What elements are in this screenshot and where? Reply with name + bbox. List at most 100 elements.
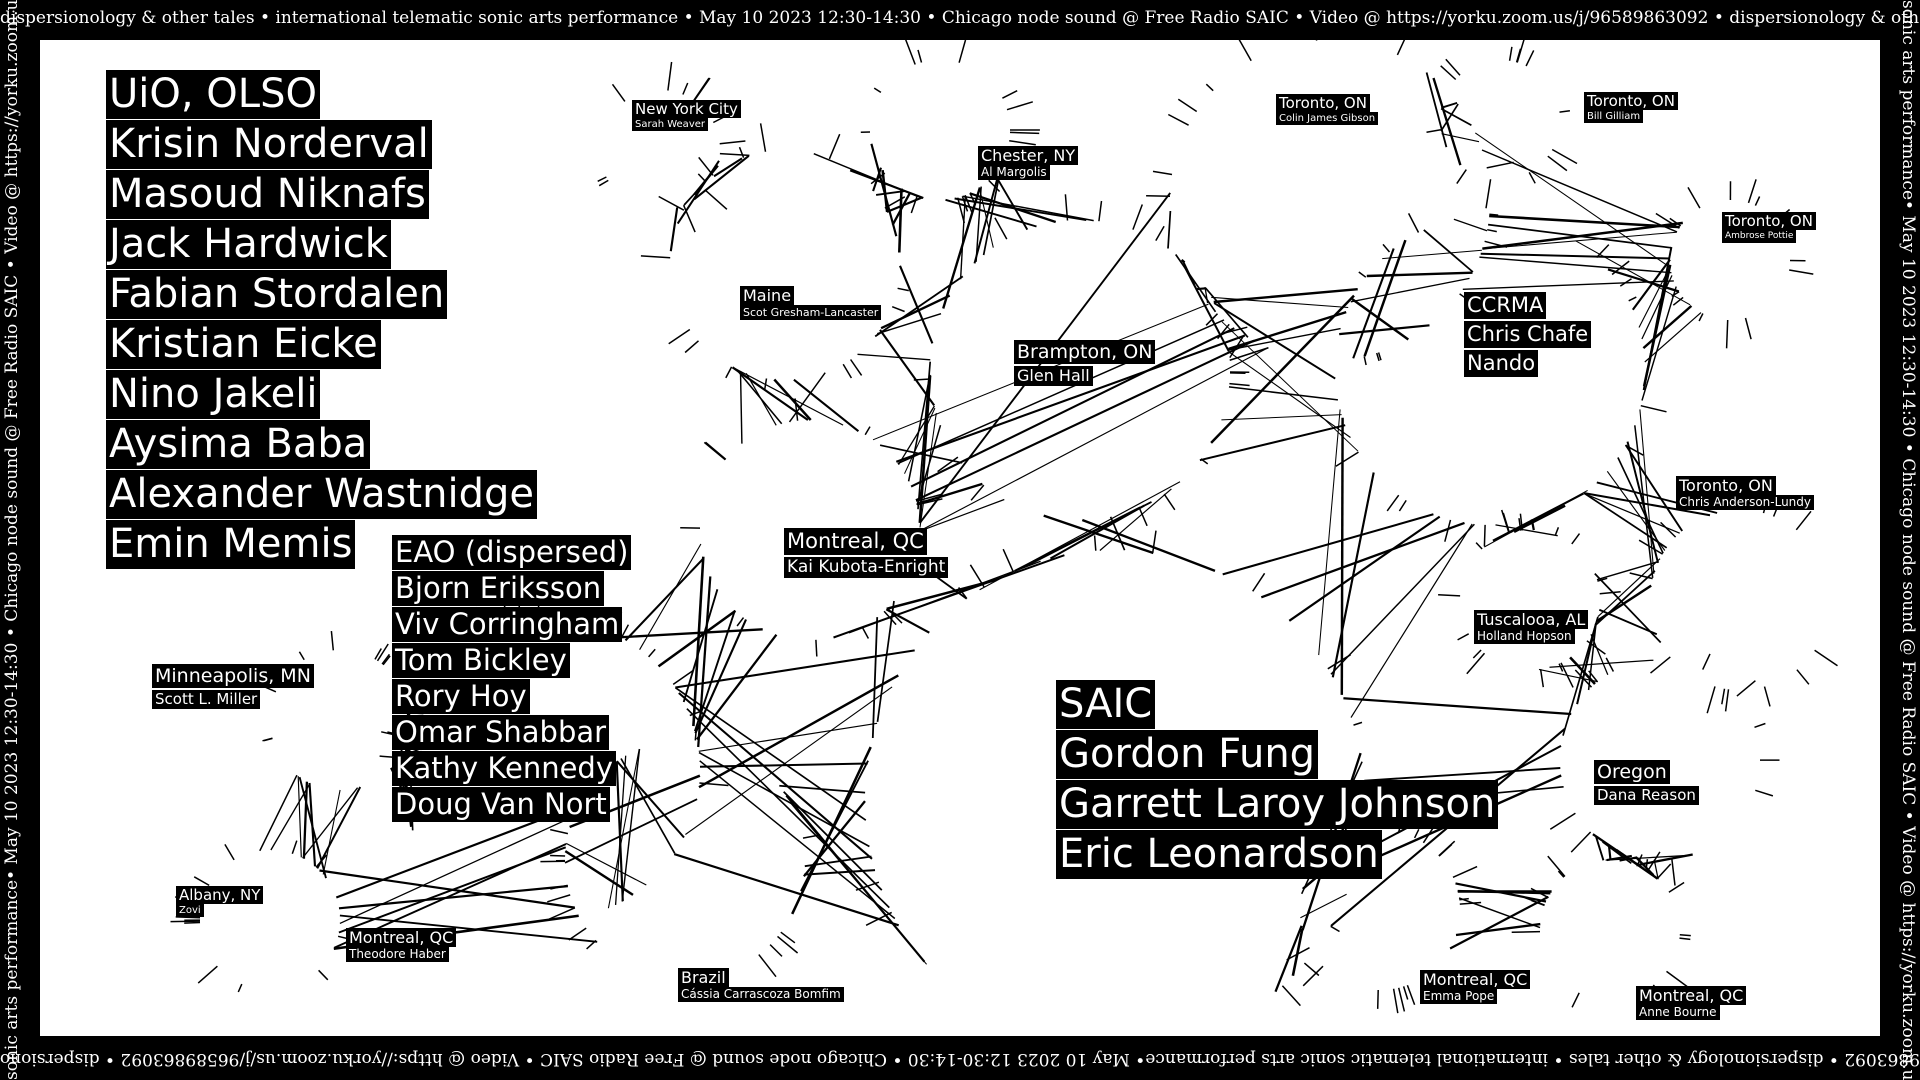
connection-tick [758, 954, 777, 978]
connection-tick [381, 653, 391, 665]
connection-tick [704, 189, 728, 210]
connection-tick [897, 287, 909, 292]
connection-line [804, 855, 872, 868]
connection-line [879, 329, 936, 407]
connection-line [565, 842, 647, 886]
connection-tick [1225, 326, 1248, 334]
connection-tick [1302, 965, 1324, 987]
connection-line [1211, 296, 1349, 309]
connection-tick [667, 61, 673, 91]
connection-tick [193, 876, 210, 887]
connection-line [745, 372, 777, 426]
connection-line [695, 634, 778, 741]
connection-line [316, 786, 362, 869]
group-uio-member: Kristian Eicke [106, 320, 381, 369]
connection-line [1260, 521, 1465, 599]
connection-line [1440, 107, 1472, 126]
connection-tick [1064, 194, 1069, 221]
connection-tick [330, 631, 335, 651]
node-person: Kai Kubota-Enright [784, 557, 949, 578]
connection-line [693, 154, 750, 201]
connection-line [339, 816, 574, 924]
connection-line [975, 186, 982, 262]
connection-line [1331, 472, 1375, 678]
node-person: Al Margolis [978, 165, 1050, 180]
connection-tick [861, 626, 870, 639]
connection-tick [1636, 854, 1643, 866]
connection-line [1221, 321, 1359, 452]
connection-line [1596, 560, 1659, 581]
connection-tick [1407, 213, 1420, 233]
connection-line [1482, 231, 1677, 250]
connection-tick [1736, 680, 1756, 697]
connection-tick [1755, 789, 1774, 797]
connection-line [848, 560, 1041, 634]
connection-line [897, 319, 1225, 465]
connection-tick [769, 944, 783, 957]
connection-tick [1724, 689, 1730, 712]
connection-tick [1475, 542, 1483, 550]
connection-tick [1457, 633, 1470, 641]
connection-tick [849, 359, 863, 376]
connection-tick [964, 195, 973, 213]
node-person: Zovi [176, 904, 204, 917]
connection-tick [1725, 319, 1729, 349]
connection-line [302, 787, 359, 859]
node-person: Chris Anderson-Lundy [1676, 495, 1814, 510]
connection-tick [1281, 985, 1301, 1007]
connection-line [1210, 294, 1355, 444]
connection-tick [550, 828, 569, 835]
connection-line [916, 482, 983, 506]
group-uio-member: Jack Hardwick [106, 220, 391, 269]
connection-tick [1330, 925, 1340, 933]
node-montreal-theodore: Montreal, QC Theodore Haber [346, 928, 457, 962]
connection-line [1423, 229, 1474, 273]
connection-line [619, 628, 763, 639]
connection-line [1624, 444, 1684, 532]
connection-tick [1549, 812, 1576, 830]
connection-line [1631, 258, 1671, 311]
connection-tick [777, 935, 799, 954]
connection-tick [291, 840, 298, 854]
connection-tick [1539, 669, 1545, 688]
connection-line [1363, 239, 1407, 357]
group-eao-member: Doug Van Nort [392, 787, 610, 822]
connection-line [1575, 240, 1691, 306]
connection-tick [1570, 831, 1592, 853]
node-toronto-ambrose: Toronto, ON Ambrose Pottie [1722, 212, 1816, 243]
connection-line [1653, 859, 1659, 880]
connection-line [1043, 514, 1154, 555]
connection-tick [382, 655, 391, 666]
connection-line [1605, 854, 1691, 861]
connection-line [1213, 302, 1336, 380]
connection-tick [1377, 352, 1382, 361]
connection-tick [865, 911, 893, 926]
connection-tick [1205, 313, 1219, 326]
connection-line [308, 782, 317, 867]
connection-tick [1516, 40, 1525, 63]
connection-tick [694, 726, 698, 741]
group-uio: UiO, OLSO Krisin Norderval Masoud Niknaf… [106, 70, 537, 570]
connection-line [682, 589, 719, 703]
connection-tick [1560, 662, 1574, 688]
connection-tick [682, 82, 689, 95]
connection-tick [1814, 649, 1838, 667]
node-person: Glen Hall [1014, 366, 1093, 386]
connection-line [973, 163, 1003, 264]
connection-line [731, 366, 809, 421]
connection-tick [1406, 984, 1416, 1006]
connection-line [1482, 221, 1683, 250]
connection-line [857, 353, 931, 361]
connection-tick [1559, 110, 1570, 113]
connection-tick [738, 146, 745, 158]
connection-tick [1002, 90, 1018, 99]
connection-line [885, 608, 930, 634]
connection-line [1644, 312, 1702, 363]
connection-tick [1628, 296, 1637, 302]
group-eao-member: Kathy Kennedy [392, 751, 616, 786]
connection-tick [620, 624, 630, 639]
group-saic-title: SAIC [1056, 680, 1156, 729]
connection-tick [640, 255, 671, 259]
connection-tick [957, 587, 968, 600]
group-eao-member: Viv Corringham [392, 607, 623, 642]
